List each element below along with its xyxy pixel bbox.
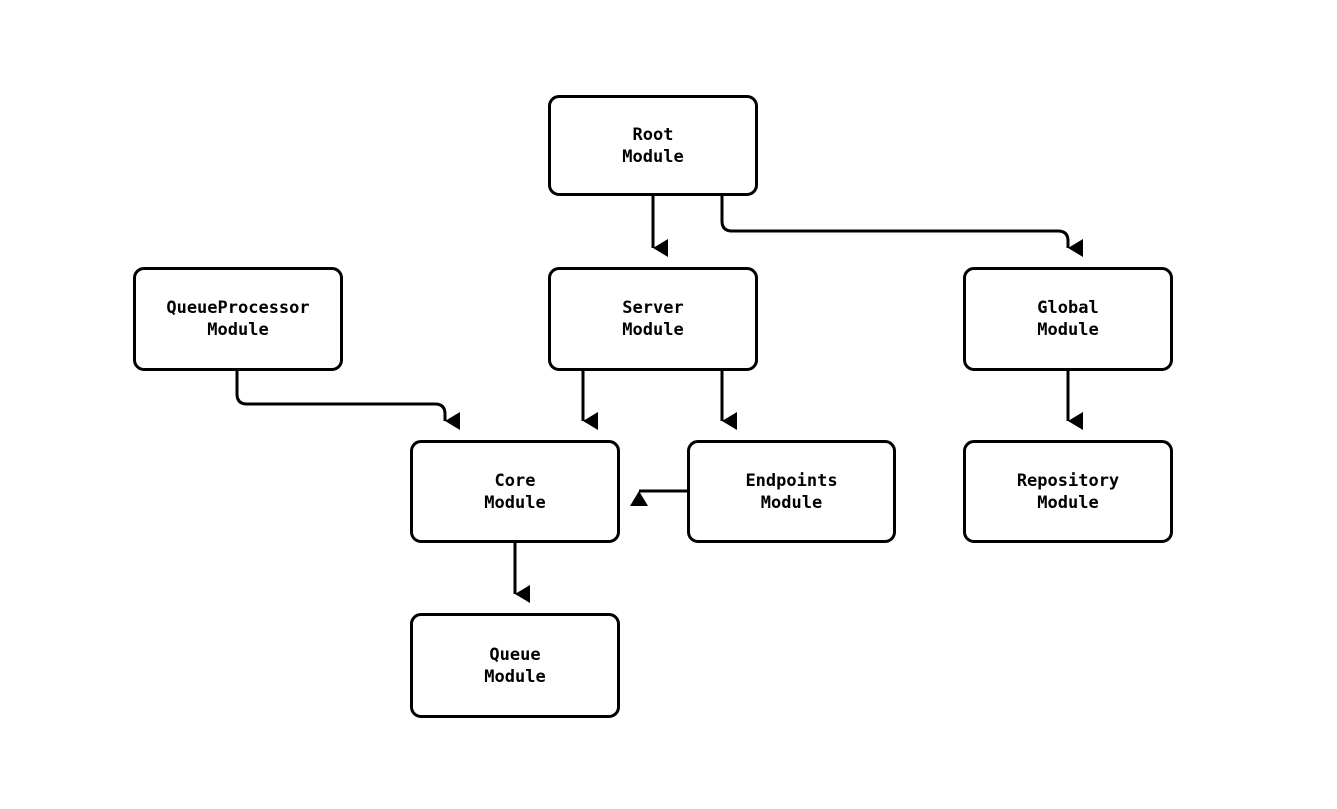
- node-core-module[interactable]: Core Module: [410, 440, 620, 543]
- node-label-line2: Module: [760, 492, 823, 513]
- edge-root-global: [720, 196, 1083, 257]
- node-label-line1: Queue: [489, 644, 541, 665]
- node-label-line1: Core: [494, 470, 536, 491]
- node-repository-module[interactable]: Repository Module: [963, 440, 1173, 543]
- edge-queueprocessor-core: [235, 371, 460, 430]
- node-endpoints-module[interactable]: Endpoints Module: [687, 440, 896, 543]
- node-label-line2: Module: [484, 492, 546, 513]
- node-label-line2: Module: [484, 666, 546, 687]
- node-label-line1: Endpoints: [745, 470, 838, 491]
- node-label-line1: Root: [632, 124, 674, 145]
- node-root-module[interactable]: Root Module: [548, 95, 758, 196]
- node-label-line1: Repository: [1016, 470, 1120, 491]
- edges-group: [235, 196, 1083, 603]
- node-global-module[interactable]: Global Module: [963, 267, 1173, 371]
- node-label-line2: Module: [207, 320, 269, 340]
- node-queue-module[interactable]: Queue Module: [410, 613, 620, 718]
- node-label-line2: Module: [1037, 320, 1099, 340]
- node-label-line1: QueueProcessor: [166, 298, 310, 318]
- node-server-module[interactable]: Server Module: [548, 267, 758, 371]
- node-queueprocessor-module[interactable]: QueueProcessor Module: [133, 267, 343, 371]
- node-label-line2: Module: [622, 320, 684, 340]
- node-label-line2: Module: [1037, 492, 1099, 513]
- node-label-line1: Global: [1037, 298, 1099, 318]
- node-label-line1: Server: [622, 298, 684, 318]
- node-label-line2: Module: [622, 146, 684, 167]
